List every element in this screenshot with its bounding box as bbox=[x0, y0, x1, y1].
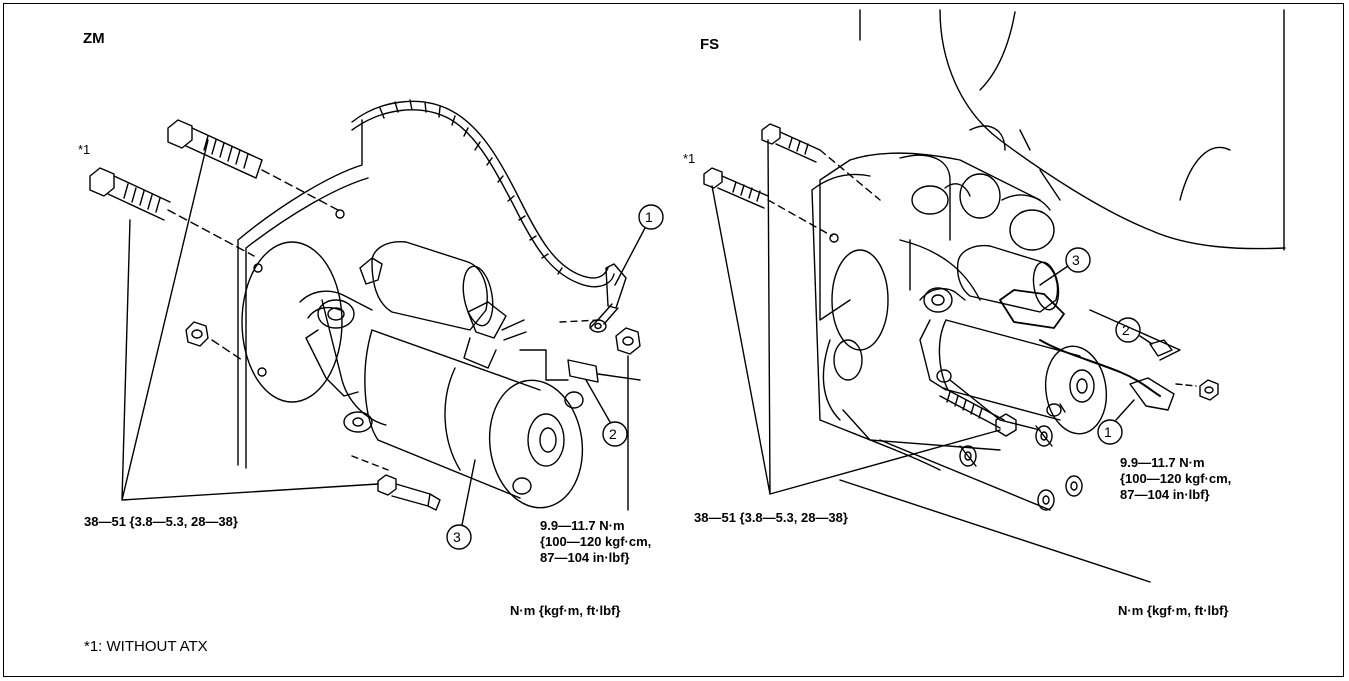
zm-callout-1: 1 bbox=[645, 209, 653, 225]
zm-nut-torque-line1: 9.9—11.7 N·m bbox=[540, 518, 625, 533]
fs-units: N·m {kgf·m, ft·lbf} bbox=[1118, 603, 1229, 618]
fs-lower-bolt-1 bbox=[703, 167, 839, 243]
zm-lower-bolt-1 bbox=[89, 167, 263, 273]
zm-nut-left bbox=[185, 321, 267, 377]
zm-nut-right bbox=[615, 327, 641, 511]
fs-title: FS bbox=[700, 36, 720, 53]
fs-nut-right bbox=[1175, 379, 1219, 401]
fs-upper-bolt bbox=[761, 123, 881, 201]
fs-callout-3: 3 bbox=[1072, 252, 1080, 268]
fs-callout-2: 2 bbox=[1122, 322, 1130, 338]
fs-engine-block bbox=[811, 9, 1286, 583]
fs-connector bbox=[1089, 309, 1181, 361]
fs-bolt-torque: 38—51 {3.8—5.3, 28—38} bbox=[694, 510, 848, 525]
zm-units: N·m {kgf·m, ft·lbf} bbox=[510, 603, 621, 618]
zm-assembly bbox=[89, 99, 664, 550]
footnote: *1: WITHOUT ATX bbox=[84, 638, 208, 655]
fs-callout-1: 1 bbox=[1104, 424, 1112, 440]
zm-starter-motor bbox=[299, 241, 641, 509]
fs-nut-torque-line1: 9.9—11.7 N·m bbox=[1120, 455, 1205, 470]
zm-callout-2: 2 bbox=[609, 426, 617, 442]
fs-nut-torque-line3: 87—104 in·lbf} bbox=[1120, 487, 1210, 502]
zm-nut-torque-line3: 87—104 in·lbf} bbox=[540, 550, 630, 565]
zm-nut-torque-line2: {100—120 kgf·cm, bbox=[540, 534, 652, 549]
zm-callout-3: 3 bbox=[453, 529, 461, 545]
fs-bottom-bolt bbox=[939, 387, 1017, 437]
fs-washers bbox=[959, 425, 1083, 511]
zm-star-label: *1 bbox=[78, 142, 91, 157]
fs-starter-motor bbox=[919, 244, 1175, 435]
zm-title: ZM bbox=[83, 30, 105, 47]
zm-bottom-bolt bbox=[351, 455, 441, 511]
fs-nut-torque-line2: {100—120 kgf·cm, bbox=[1120, 471, 1232, 486]
fs-assembly bbox=[703, 9, 1286, 583]
zm-upper-bolt bbox=[167, 119, 345, 219]
figure-frame bbox=[3, 3, 1344, 677]
zm-wiring-harness bbox=[351, 99, 627, 333]
fs-star-label: *1 bbox=[683, 151, 696, 166]
zm-bolt-torque: 38—51 {3.8—5.3, 28—38} bbox=[84, 514, 238, 529]
